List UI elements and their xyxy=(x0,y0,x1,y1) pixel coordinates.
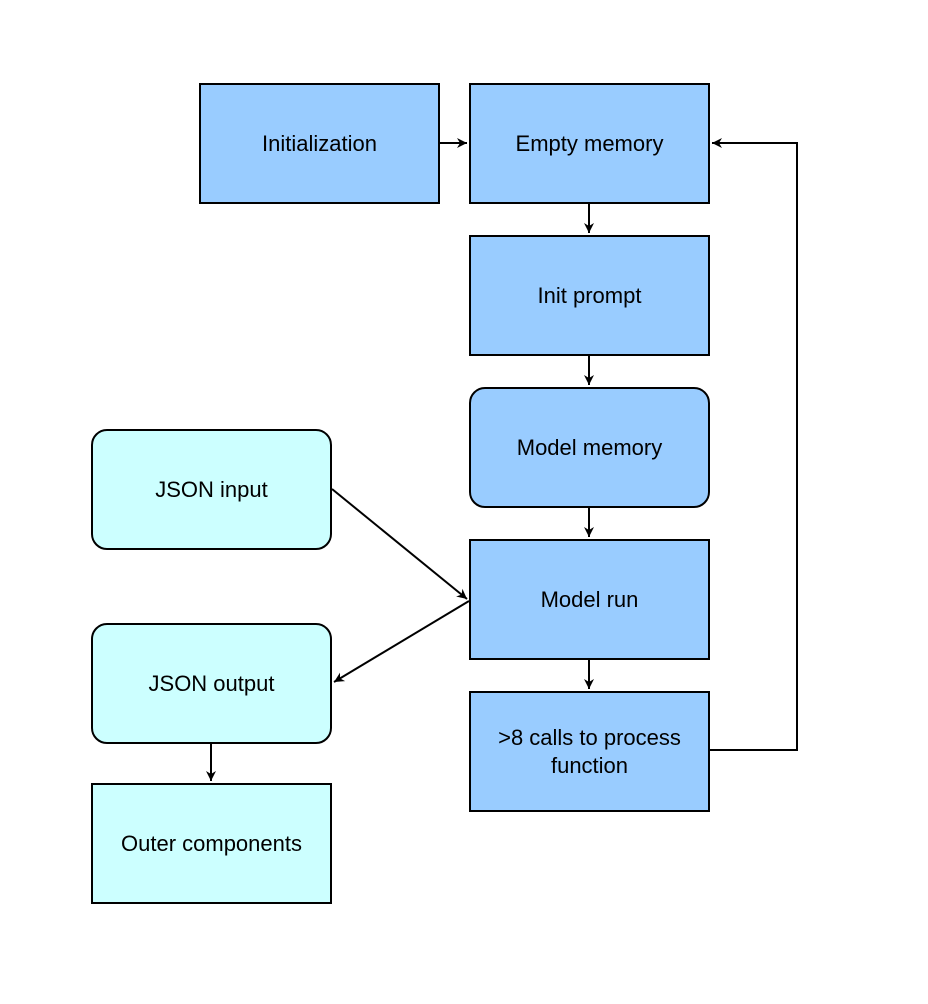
node-model-run: Model run xyxy=(469,539,710,660)
node-empty-memory: Empty memory xyxy=(469,83,710,204)
edge-json-input-to-model-run xyxy=(331,488,468,600)
node-json-output: JSON output xyxy=(91,623,332,744)
node-label-outer-components: Outer components xyxy=(121,830,302,856)
node-initialization: Initialization xyxy=(199,83,440,204)
node-label-json-output: JSON output xyxy=(148,670,275,696)
edge-calls-check-loop-to-empty-memory xyxy=(710,138,798,751)
node-json-input: JSON input xyxy=(91,429,332,550)
edge-model-run-to-json-output xyxy=(333,600,470,683)
node-outer-components: Outer components xyxy=(91,783,332,904)
node-calls-check: >8 calls to process function xyxy=(469,691,710,812)
node-label-json-input: JSON input xyxy=(155,476,268,502)
node-label-init-prompt: Init prompt xyxy=(537,282,642,308)
node-label-model-memory: Model memory xyxy=(516,434,663,460)
node-label-model-run: Model run xyxy=(540,586,639,612)
node-label-calls-check: >8 calls to process function xyxy=(498,724,681,778)
node-model-memory: Model memory xyxy=(469,387,710,508)
node-label-empty-memory: Empty memory xyxy=(515,130,664,156)
node-label-initialization: Initialization xyxy=(262,130,377,156)
node-init-prompt: Init prompt xyxy=(469,235,710,356)
